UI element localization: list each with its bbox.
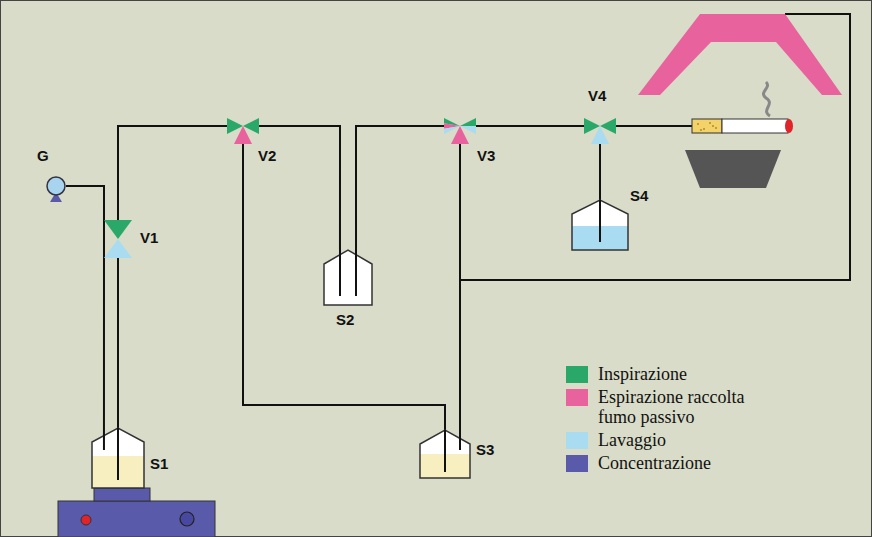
wash-flask: S3 xyxy=(420,430,470,478)
trap-flask: S2 xyxy=(324,250,372,305)
part-label: V2 xyxy=(258,148,276,164)
pump-symbol: G xyxy=(46,176,66,196)
extraction-hood xyxy=(638,14,842,95)
valve-symbol: V1 xyxy=(104,220,132,258)
tube-connector xyxy=(243,144,445,430)
legend-text: Espirazione raccolta fumo passivo xyxy=(598,387,778,427)
tube-connector xyxy=(356,126,444,250)
part-label: G xyxy=(37,148,49,164)
filter-dots xyxy=(697,122,717,131)
three-way-valve: V4 xyxy=(584,114,616,144)
part-label: V4 xyxy=(588,88,606,104)
wash-flask: S4 xyxy=(572,200,628,250)
ashtray xyxy=(685,150,781,188)
legend-text: Concentrazione xyxy=(598,453,778,473)
stirrer-plate xyxy=(58,501,215,537)
trap-flask-shape xyxy=(324,250,372,305)
legend-text: Lavaggio xyxy=(598,430,778,450)
legend: InspirazioneEspirazione raccolta fumo pa… xyxy=(566,364,778,476)
legend-swatch xyxy=(566,389,588,406)
legend-row: Inspirazione xyxy=(566,364,778,384)
legend-text: Inspirazione xyxy=(598,364,778,384)
stirrer-top xyxy=(94,488,150,501)
three-way-valve-shape xyxy=(584,114,616,144)
cigarette-tube xyxy=(612,125,692,127)
tube-connector xyxy=(599,144,601,200)
tube-connector xyxy=(66,186,104,428)
stirred-flask: S1 xyxy=(92,428,144,488)
valve-symbol-shape xyxy=(104,220,132,258)
tube-connector xyxy=(476,125,584,127)
part-label: V3 xyxy=(477,148,495,164)
part-label: S3 xyxy=(476,442,494,458)
smoke xyxy=(763,82,770,116)
wash-flask-shape xyxy=(420,430,470,478)
tube-connector xyxy=(118,126,227,220)
wash-flask-shape xyxy=(572,200,628,250)
tube-connector xyxy=(459,144,461,430)
stirred-flask-shape xyxy=(92,428,144,488)
hood-tube xyxy=(460,14,850,280)
part-label: S2 xyxy=(336,312,354,328)
stirrer-knob xyxy=(180,512,194,526)
part-label: S1 xyxy=(150,456,168,472)
legend-swatch xyxy=(566,455,588,472)
legend-row: Lavaggio xyxy=(566,430,778,450)
part-label: S4 xyxy=(630,188,648,204)
tube-connector xyxy=(259,126,340,250)
tube-connector xyxy=(117,258,119,428)
part-label: V1 xyxy=(140,230,158,246)
four-way-valve-shape xyxy=(444,114,476,144)
cigarette-tip xyxy=(785,119,793,133)
three-way-valve-shape xyxy=(227,114,259,144)
four-way-valve: V3 xyxy=(444,114,476,144)
pump-symbol-shape xyxy=(46,176,66,196)
three-way-valve: V2 xyxy=(227,114,259,144)
cigarette-paper xyxy=(722,119,788,133)
legend-swatch xyxy=(566,366,588,383)
legend-swatch xyxy=(566,432,588,449)
legend-row: Espirazione raccolta fumo passivo xyxy=(566,387,778,427)
stirrer-light xyxy=(81,515,91,525)
legend-row: Concentrazione xyxy=(566,453,778,473)
cigarette-filter xyxy=(692,119,722,133)
